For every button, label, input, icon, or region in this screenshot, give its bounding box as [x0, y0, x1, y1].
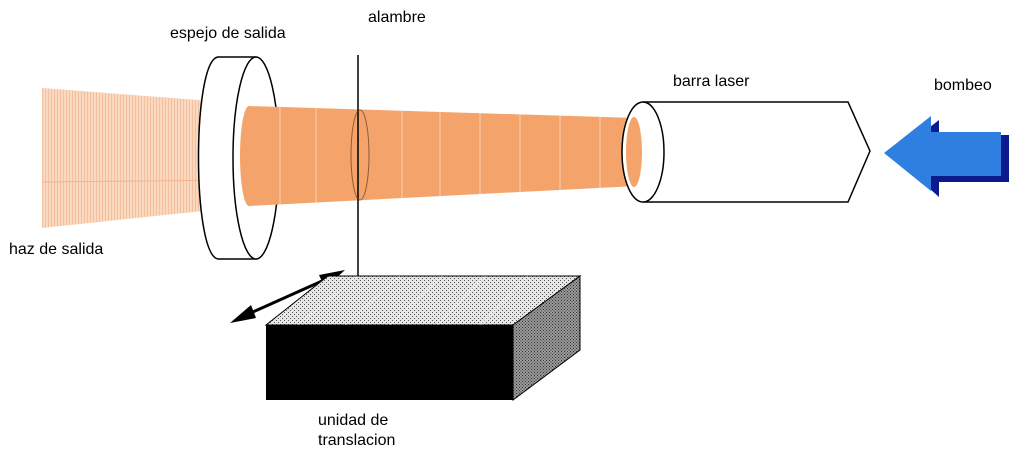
output-beam-label: haz de salida	[9, 241, 104, 258]
intracavity-beam	[240, 106, 636, 206]
translation-unit-block	[264, 275, 582, 401]
pump-label: bombeo	[934, 77, 992, 94]
pump-arrow-icon	[884, 116, 1009, 197]
translation-unit-label-line2: translacion	[318, 432, 396, 449]
laser-rod-label: barra laser	[673, 73, 750, 90]
translation-unit-label-line1: unidad de	[318, 412, 389, 429]
output-mirror-label: espejo de salida	[170, 25, 286, 42]
laser-rod	[621, 101, 871, 203]
wire	[350, 55, 370, 289]
wire-label: alambre	[368, 9, 426, 26]
